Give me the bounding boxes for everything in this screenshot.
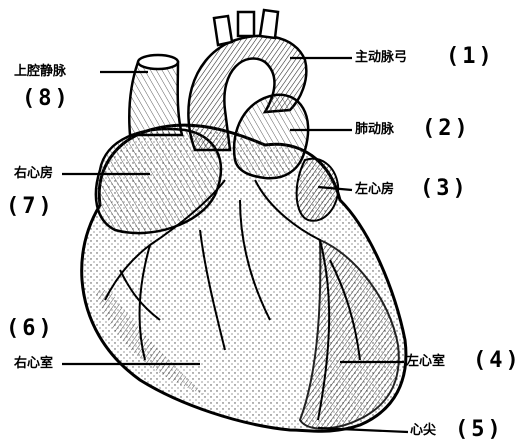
arch-branch-2 [238,12,254,36]
number-left-atrium: (3) [420,178,469,200]
label-apex: 心尖 [410,424,436,437]
number-right-atrium: (7) [6,196,55,218]
label-right-atrium: 右心房 [14,167,53,180]
number-apex: (5) [455,419,504,441]
number-left-ventricle: (4) [473,350,522,372]
arch-branch-3 [260,10,278,38]
number-right-ventricle: (6) [6,318,55,340]
number-pulmonary-artery: (2) [422,118,471,140]
label-left-ventricle: 左心室 [406,355,445,368]
label-right-ventricle: 右心室 [14,357,53,370]
label-pulmonary-artery: 肺动脉 [355,123,394,136]
label-superior-vena-cava: 上腔静脉 [14,65,66,78]
number-aortic-arch: (1) [446,46,495,68]
arch-branch-1 [214,16,232,45]
number-superior-vena-cava: (8) [22,88,71,110]
label-aortic-arch: 主动脉弓 [355,51,407,64]
label-left-atrium: 左心房 [355,183,394,196]
pulmonary-artery-shape [234,95,308,179]
